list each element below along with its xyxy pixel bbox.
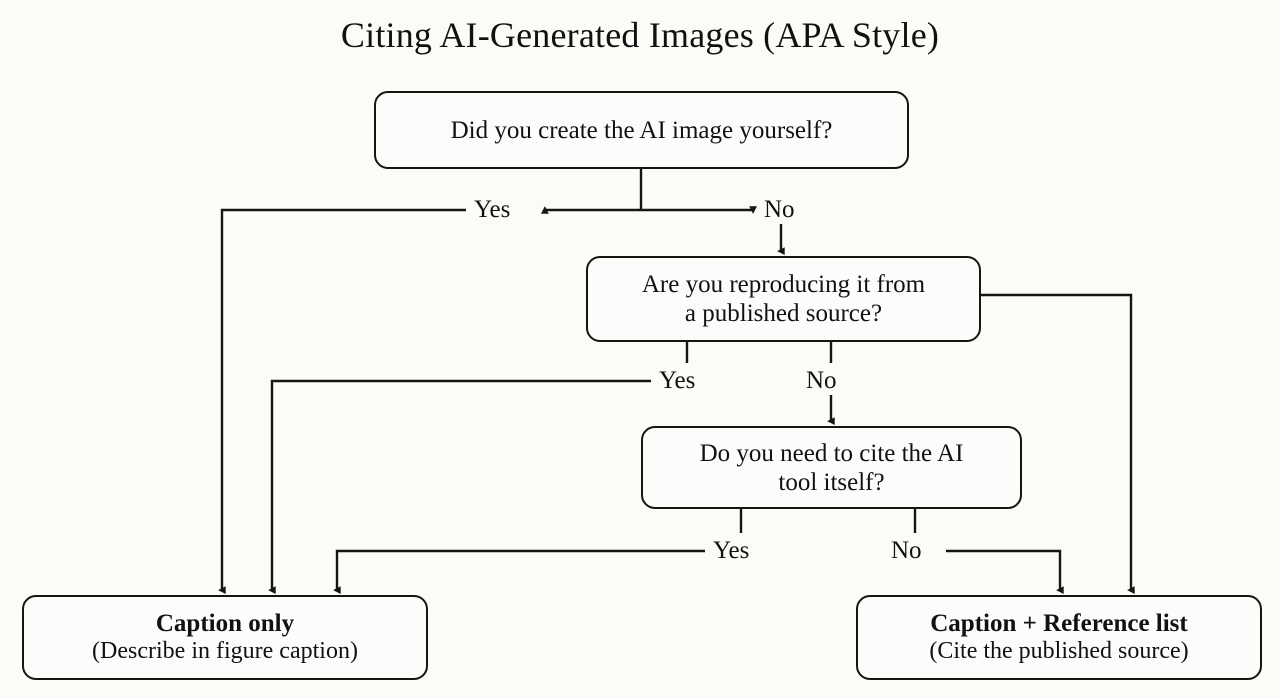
edge-yes1-path	[218, 208, 466, 595]
node-text-line2: (Describe in figure caption)	[92, 638, 358, 665]
edge-label-yes-cite-tool: Yes	[713, 537, 750, 564]
decision-node-reproducing-from-source[interactable]: Are you reproducing it from a published …	[586, 256, 981, 342]
edge-label-yes-reproducing: Yes	[659, 367, 696, 394]
node-text-line2: a published source?	[684, 300, 883, 327]
edge-yes3-path	[333, 549, 705, 595]
edge-no3-path	[946, 549, 1064, 595]
edge-label-no-reproducing: No	[806, 367, 837, 394]
edge-label-no-create-image: No	[764, 196, 795, 223]
node-text-line1: Are you reproducing it from	[641, 271, 926, 298]
outcome-node-caption-plus-reference-list[interactable]: Caption + Reference list (Cite the publi…	[856, 595, 1262, 680]
decision-node-create-image[interactable]: Did you create the AI image yourself?	[374, 91, 909, 169]
node-text-line2: (Cite the published source)	[929, 638, 1189, 665]
node-text-line2: tool itself?	[778, 468, 885, 496]
decision-node-cite-ai-tool[interactable]: Do you need to cite the AI tool itself?	[641, 426, 1022, 509]
node-text-line1: Did you create the AI image yourself?	[450, 116, 833, 144]
node-text-line1: Caption only	[155, 610, 295, 638]
edge-reproducing-right-path	[981, 293, 1135, 595]
edge-label-no-cite-tool: No	[891, 537, 922, 564]
node-text-line1: Caption + Reference list	[930, 610, 1188, 638]
page-title: Citing AI-Generated Images (APA Style)	[340, 15, 940, 55]
node-text-line1: Do you need to cite the AI	[699, 439, 964, 467]
edge-yes2-path	[268, 379, 651, 595]
outcome-node-caption-only[interactable]: Caption only (Describe in figure caption…	[22, 595, 428, 680]
edge-label-yes-create-image: Yes	[474, 196, 511, 223]
